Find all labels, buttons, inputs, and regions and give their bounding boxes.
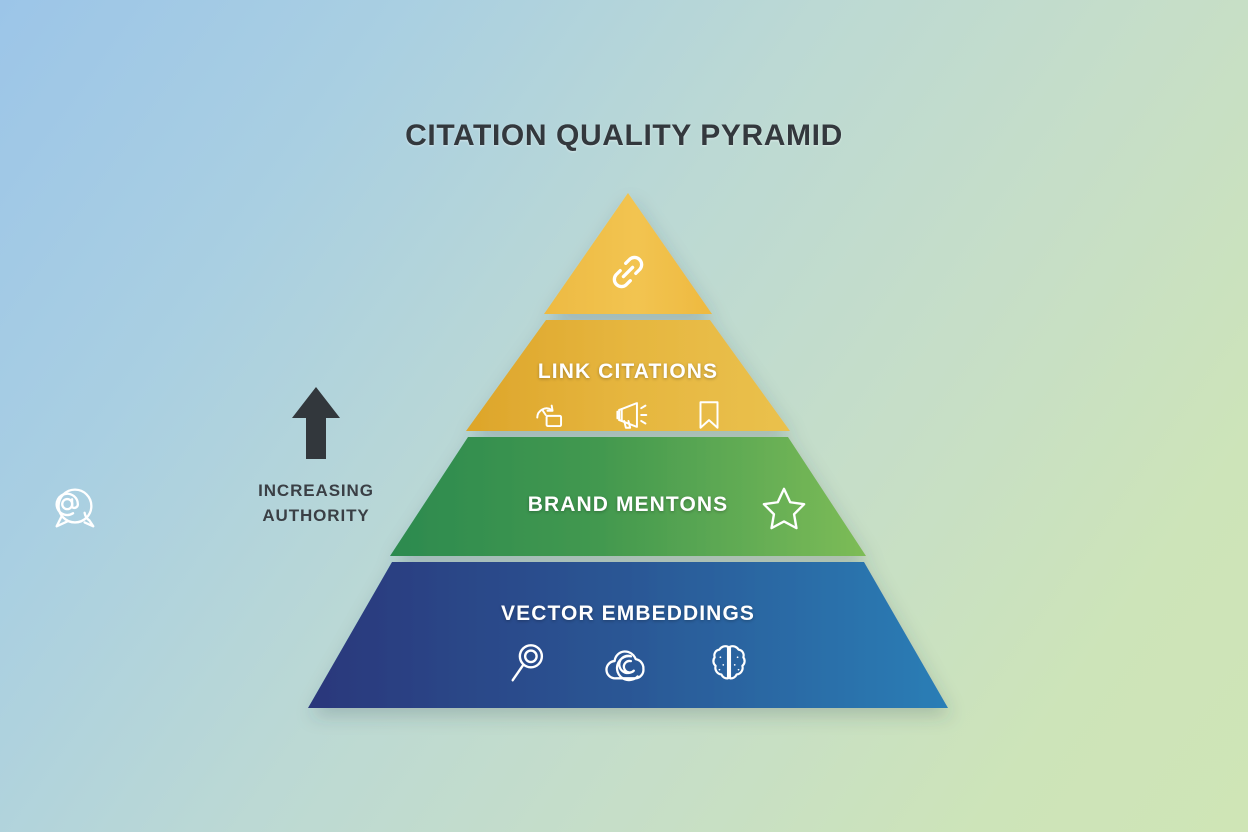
tier-link-citations-label: LINK CITATIONS [537,360,719,383]
at-speech-bubble-icon [55,488,95,528]
brain-icon [712,645,746,680]
pyramid-tier-apex[interactable] [544,193,712,314]
tier-link-citations-icons [478,398,778,432]
increasing-authority-annotation: INCREASING AUTHORITY [228,385,404,528]
tier-vector-embeddings-icons [308,640,948,686]
bookmark-icon [699,401,719,429]
megaphone-icon [616,402,648,429]
chain-link-icon [612,255,644,289]
tier-link-citations-content: LINK CITATIONS [478,320,778,435]
tier-apex-icons [528,250,728,294]
star-outline-icon [762,487,806,530]
tier-vector-embeddings-content: VECTOR EMBEDDINGS [308,562,948,708]
increasing-authority-label: INCREASING AUTHORITY [258,481,374,525]
pyramid-tier-link-citations[interactable] [466,320,790,431]
magnifier-icon [511,644,544,682]
tier-apex-content [528,190,728,320]
cloud-spiral-icon [605,650,645,682]
tier-vector-embeddings-label: VECTOR EMBEDDINGS [500,602,755,625]
up-arrow-icon [292,387,340,459]
page-title: CITATION QUALITY PYRAMID [405,119,843,152]
share-link-icon [536,404,563,428]
pyramid-tier-vector-embeddings[interactable] [308,562,948,708]
